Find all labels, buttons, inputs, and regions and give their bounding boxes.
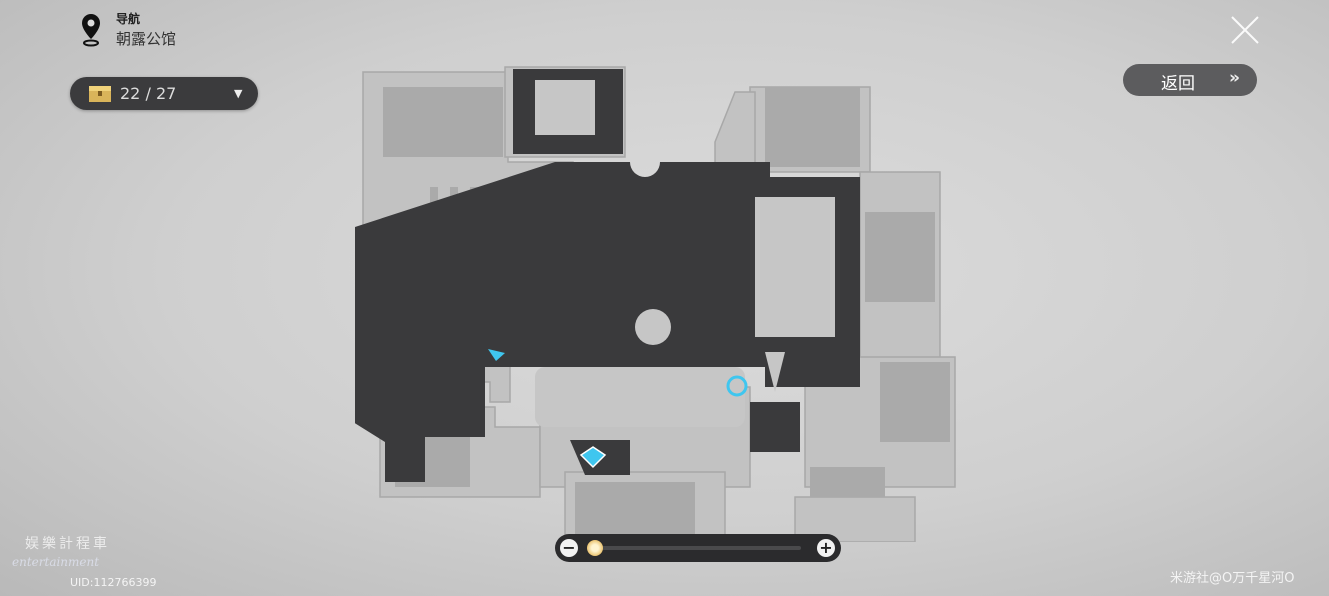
watermark-logo: 娱樂計程車 (25, 536, 110, 552)
chests-total: 27 (155, 84, 177, 103)
map-markers (488, 349, 748, 469)
dropdown-arrow-icon[interactable]: ▼ (234, 87, 243, 100)
navigation-title: 导航 (116, 12, 141, 26)
player-arrow-icon (488, 349, 505, 361)
zoom-control: − + (555, 534, 841, 562)
back-button[interactable]: 返回 » (1123, 64, 1257, 96)
back-label: 返回 (1161, 74, 1195, 94)
teleport-waypoint-icon[interactable] (579, 446, 607, 469)
separator: / (145, 84, 151, 103)
watermark-author: 米游社@O万千星河O (1170, 571, 1295, 586)
zoom-slider-thumb[interactable] (587, 540, 603, 556)
location-name: 朝露公馆 (116, 30, 177, 48)
watermark-logo-en: entertainment (12, 555, 100, 569)
treasure-chest-icon (89, 86, 111, 102)
double-chevron-right-icon: » (1229, 68, 1240, 88)
chests-found: 22 (120, 84, 141, 103)
map-interior-light (535, 80, 835, 427)
space-anchor-icon[interactable] (726, 375, 748, 397)
zoom-out-button[interactable]: − (560, 539, 578, 557)
player-uid: UID:112766399 (70, 576, 157, 589)
map-view[interactable] (355, 62, 965, 542)
map-pin-icon (82, 14, 100, 47)
close-icon[interactable] (1229, 14, 1261, 46)
zoom-slider-track[interactable] (587, 540, 801, 556)
treasure-chest-counter[interactable]: 22 / 27 ▼ (70, 77, 258, 110)
zoom-in-button[interactable]: + (817, 539, 835, 557)
